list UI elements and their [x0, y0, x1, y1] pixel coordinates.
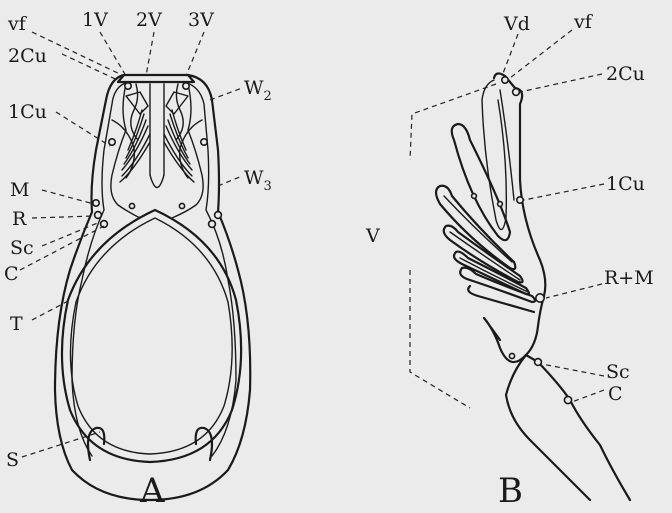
label-a-vf: vf — [7, 13, 28, 35]
figure-a-left-hook — [88, 428, 104, 460]
label-b-c: C — [608, 383, 623, 405]
figure-b-drawing — [410, 30, 630, 500]
figure-a-labels: vf 1V 2V 3V 2Cu 1Cu W2 W3 M R Sc C T S A — [4, 9, 272, 508]
label-a-m: M — [10, 179, 29, 201]
label-a-w3: W3 — [244, 167, 272, 194]
label-a-2cu: 2Cu — [8, 45, 47, 67]
label-b-v: V — [365, 225, 380, 247]
label-a-c: C — [4, 263, 19, 285]
label-b-sc: Sc — [606, 361, 630, 383]
panel-label-a: A — [139, 471, 165, 508]
label-a-s: S — [6, 449, 19, 471]
label-a-r: R — [12, 208, 27, 230]
label-b-rm: R+M — [604, 267, 654, 289]
panel-label-b: B — [498, 471, 523, 508]
label-a-3v: 3V — [188, 9, 214, 31]
figure-a-inner-outline — [128, 82, 236, 456]
label-b-vd: Vd — [503, 13, 530, 35]
label-a-sc: Sc — [10, 237, 34, 259]
label-b-vf: vf — [573, 11, 594, 33]
figure-a-right-hook — [196, 428, 212, 460]
label-a-t: T — [10, 313, 23, 335]
label-a-2v: 2V — [136, 9, 162, 31]
figure-a-drawing — [20, 32, 250, 500]
label-b-1cu: 1Cu — [606, 173, 645, 195]
figure-a-outer-outline — [55, 75, 250, 500]
label-a-1cu: 1Cu — [8, 101, 47, 123]
figure-a-leaders — [20, 32, 242, 457]
label-a-1v: 1V — [82, 9, 108, 31]
label-a-w2: W2 — [244, 77, 272, 104]
figure-b-leaders — [502, 30, 604, 402]
label-b-2cu: 2Cu — [606, 63, 645, 85]
figure-b-outer-outline — [484, 73, 545, 362]
